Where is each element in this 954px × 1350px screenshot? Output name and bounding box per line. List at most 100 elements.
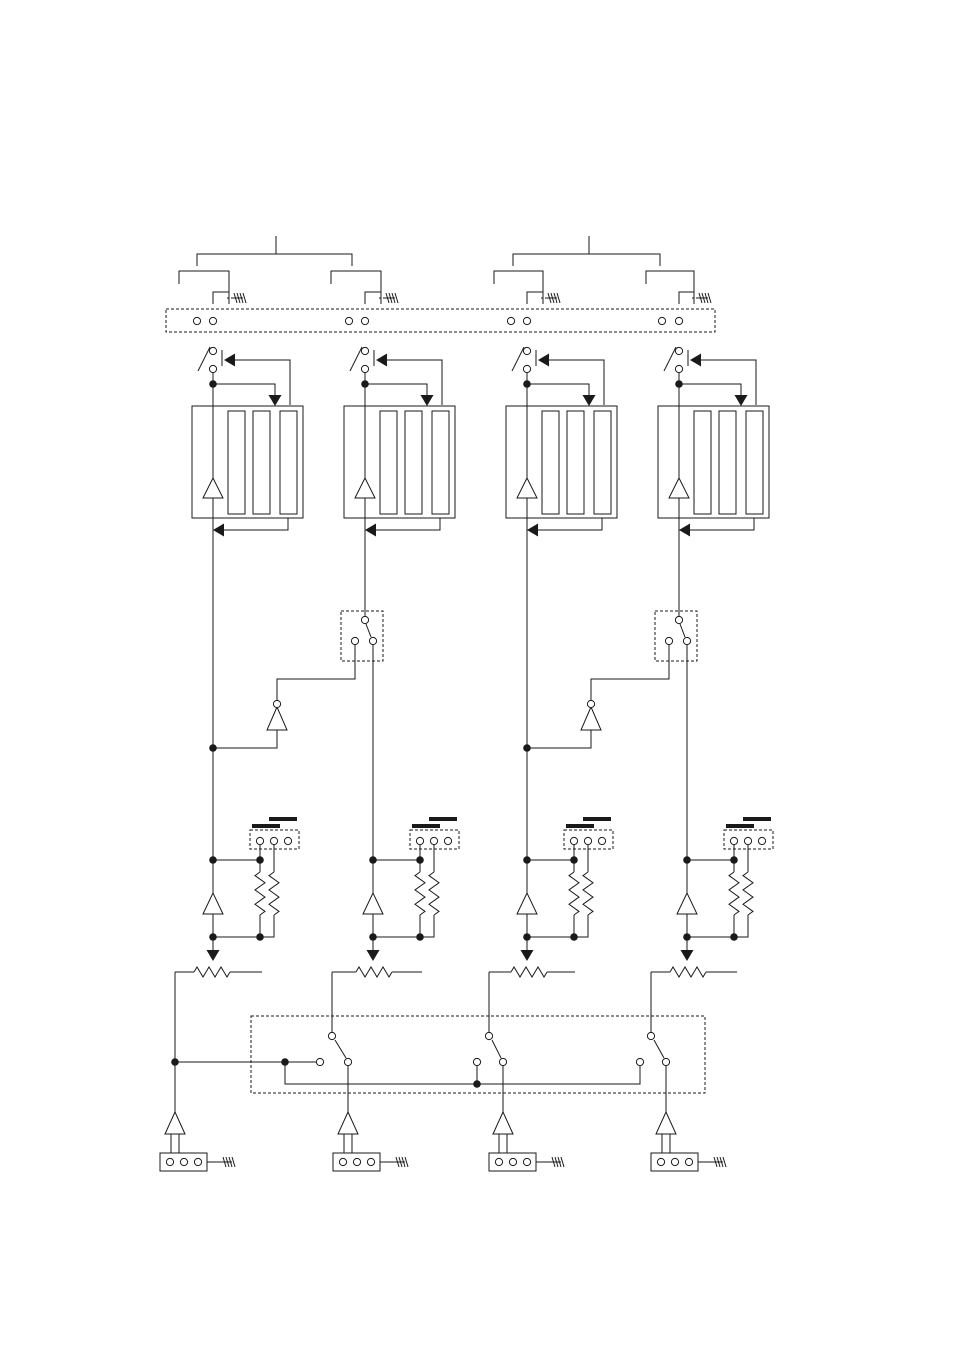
resistor-zigzag [194,967,230,977]
processing-module [658,406,769,518]
jack-pin [367,1158,374,1165]
processing-module [506,406,617,518]
mix-resistor [194,967,230,977]
switch-contact [523,347,530,354]
arrowhead [207,950,220,961]
input-terminal [361,317,368,324]
arrowhead [538,354,549,367]
gain-jumper [250,819,299,937]
input-switch [198,347,222,373]
module-frame [192,406,303,518]
jumper-pin [744,837,751,844]
mix-resistor [670,967,706,977]
jack-pin [180,1158,187,1165]
mix-resistor-1 [175,967,262,977]
jumper-pin [444,837,451,844]
inverter-output [587,700,594,707]
buffer-amplifier [517,478,537,498]
gain-jumper [410,819,459,937]
arrowhead [365,524,376,537]
wire [213,292,229,304]
arrowhead [421,395,434,406]
jack-pin [685,1158,692,1165]
routing-contact [344,1058,351,1065]
jumper-pin [430,837,437,844]
input-terminal [507,317,514,324]
arrowhead [583,395,596,406]
control-line [221,518,288,530]
routing-switch [485,972,506,1066]
selector-lever [680,624,685,637]
output-connector-3 [489,1066,564,1171]
output-connector-2 [333,1066,408,1171]
module-slot [280,411,297,514]
module-slot [567,411,584,514]
wire [260,915,274,937]
jack-pin [671,1158,678,1165]
arrowhead [224,354,235,367]
module-slot [380,411,397,514]
arrowhead [213,524,224,537]
output-driver [338,1112,358,1134]
group-bracket [197,254,352,266]
input-jack-bracket [331,271,381,304]
routing-lever [335,1040,346,1058]
mix-resistor [511,967,547,977]
ground-icon [383,293,398,303]
processing-module [344,406,455,518]
control-line [535,518,602,530]
switch-blade [198,347,210,371]
wire [527,730,591,748]
wire [527,292,543,304]
switch-contact [209,347,216,354]
routing-common [647,1032,654,1039]
module-slot [694,411,711,514]
jack-pin [523,1158,530,1165]
ground-icon [711,1157,726,1167]
channel-strip-4 [658,347,769,537]
mix-resistor [356,967,392,977]
control-line [365,384,427,395]
gain-amplifier [677,893,697,914]
switch-contact [361,365,368,372]
output-mix-section [160,967,737,1171]
mix-resistor-4 [651,967,737,977]
wire [679,292,694,304]
ground-hatch [723,1157,726,1167]
gain-amplifier [517,893,537,914]
feedback-path [523,498,669,860]
output-stage-1 [203,819,299,961]
arrowhead [690,354,701,367]
gain-resistor [729,872,739,915]
channel-strip-2 [344,347,455,537]
routing-common [485,1032,492,1039]
jumper-pin [598,837,605,844]
resistor-zigzag [569,872,579,915]
resistor-zigzag [356,967,392,977]
wire [574,915,588,937]
buffer-amplifier [669,478,689,498]
routing-contact [662,1058,669,1065]
gain-resistor [415,872,425,915]
selector-contact [665,637,672,644]
switch-contact [675,365,682,372]
selector-contact [351,637,358,644]
ground-icon [231,293,246,303]
output-stage-2 [363,819,459,961]
module-slot [719,411,736,514]
ground-hatch [395,293,398,303]
resistor-zigzag [670,967,706,977]
input-connector-panel [166,309,715,332]
switch-blade [664,347,676,371]
jack-pin [339,1158,346,1165]
switch-contact [209,365,216,372]
control-line [379,360,442,405]
control-line [373,518,440,530]
output-driver [165,1112,185,1134]
resistor-zigzag [743,872,753,915]
channels [192,347,773,961]
wire [277,645,355,700]
jack-pin [166,1158,173,1165]
control-line [687,518,754,530]
